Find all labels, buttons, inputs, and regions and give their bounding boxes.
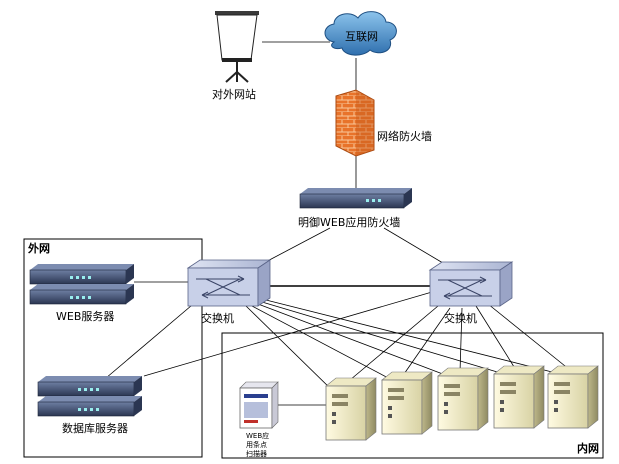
link-right-server2 <box>403 307 451 375</box>
switch-right-label: 交换机 <box>444 311 477 325</box>
web-servers-label: WEB服务器 <box>56 310 114 323</box>
external-site-label: 对外网站 <box>212 87 256 101</box>
switch-right-icon <box>428 261 514 307</box>
inner-zone-box <box>221 332 604 459</box>
link-right-server5 <box>487 303 571 371</box>
outer-zone-label: 外网 <box>27 241 50 255</box>
connection-lines <box>105 41 571 406</box>
projector-screen-icon <box>215 11 259 83</box>
link-right-db <box>143 291 433 377</box>
tower-server-icon <box>547 365 599 429</box>
tower-server-icon <box>381 371 433 435</box>
cloud-icon <box>324 11 397 56</box>
link-left-db <box>105 299 199 379</box>
link-right-server3 <box>459 307 463 373</box>
scanner-box-icon <box>239 381 279 429</box>
waf-label: 明御WEB应用防火墙 <box>298 215 400 229</box>
scanner-label-line1: WEB应 <box>246 431 269 440</box>
inner-zone-label: 内网 <box>577 441 599 455</box>
internet-label: 互联网 <box>345 30 378 43</box>
db-servers-label: 数据库服务器 <box>62 421 128 435</box>
outer-zone-box <box>23 238 203 458</box>
tower-server-icon <box>437 367 489 431</box>
scanner-label-line2: 用条点 <box>246 440 267 449</box>
link-right-server4 <box>475 305 517 371</box>
switch-left-label: 交换机 <box>201 311 234 325</box>
db-server-rack-icon <box>37 376 142 417</box>
tower-server-icon <box>325 377 377 441</box>
link-left-server3 <box>257 303 449 377</box>
firewall-label: 网络防火墙 <box>377 129 432 143</box>
firewall-icon <box>335 89 375 157</box>
web-server-rack-icon <box>29 264 134 305</box>
scanner-label-line3: 扫描器 <box>246 449 267 458</box>
link-left-server1 <box>245 305 335 393</box>
link-left-server4 <box>261 301 505 375</box>
waf-appliance-icon <box>299 188 412 209</box>
link-right-server1 <box>349 305 439 381</box>
switch-left-icon <box>186 259 272 307</box>
tower-server-icon <box>493 365 545 429</box>
link-left-server2 <box>251 305 393 381</box>
link-waf-switch-right <box>383 227 449 267</box>
